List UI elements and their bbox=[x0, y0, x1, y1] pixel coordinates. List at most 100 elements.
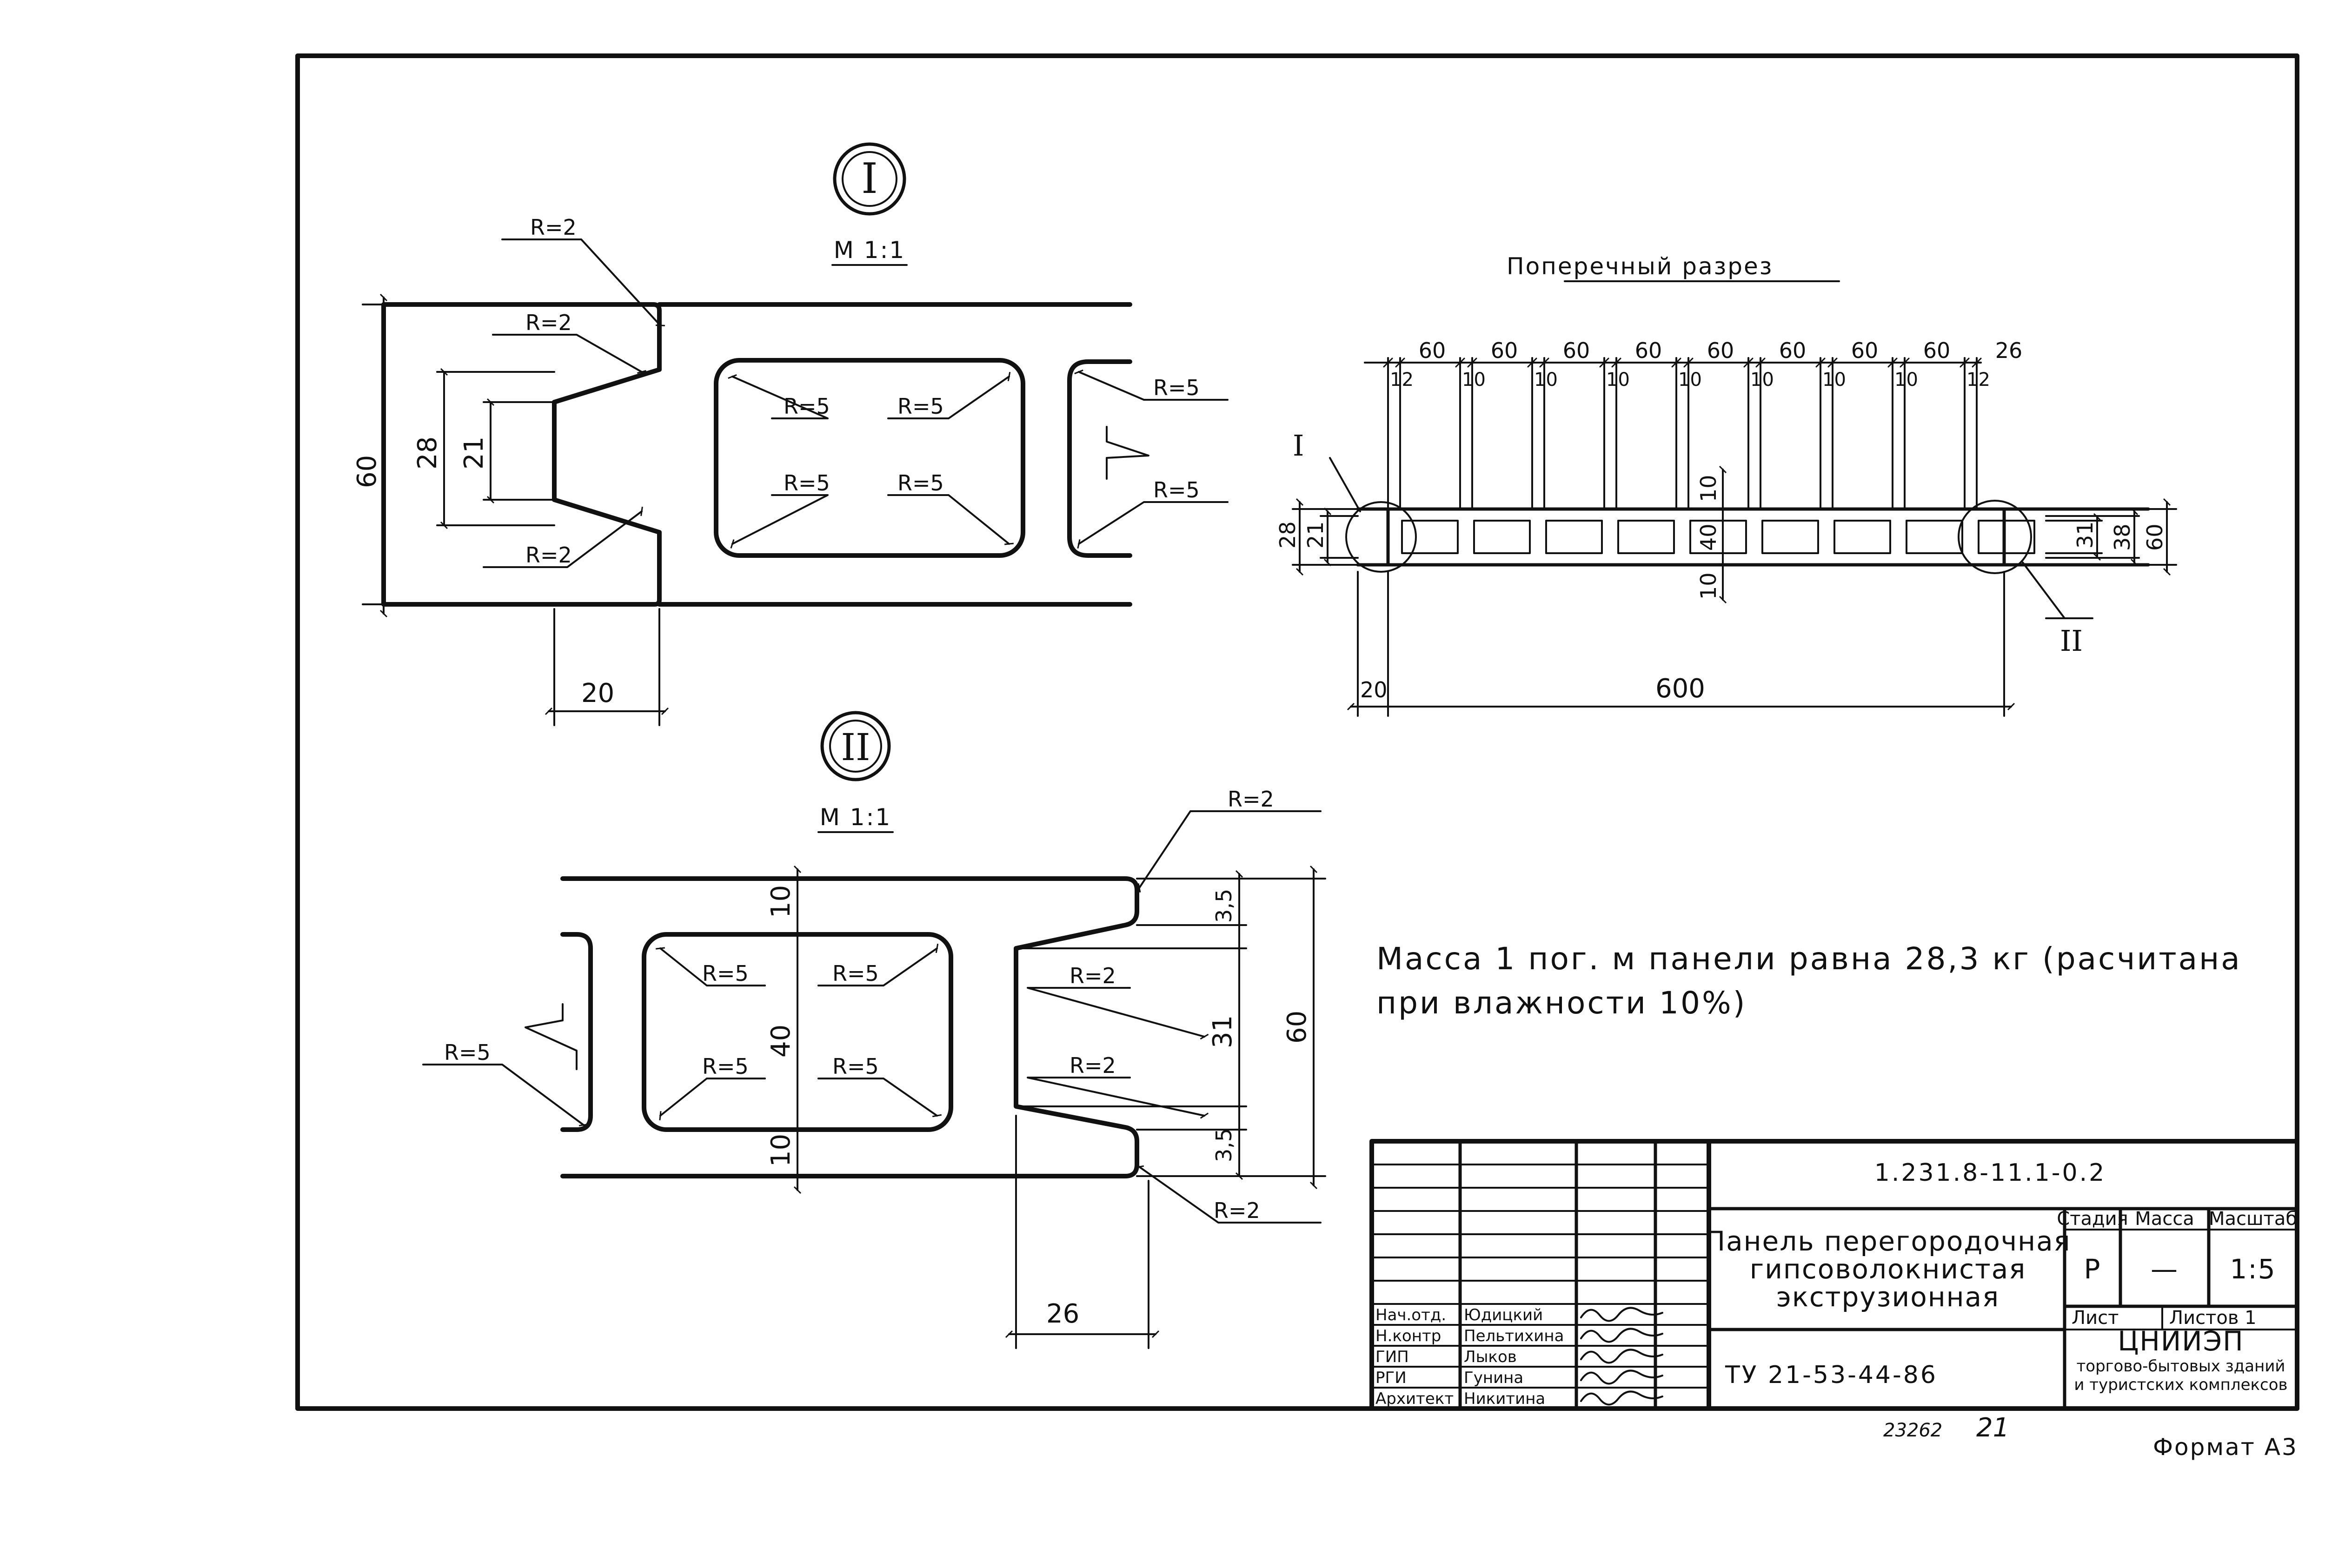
note-line-1: Масса 1 пог. м панели равна 28,3 кг (рас… bbox=[1376, 941, 2242, 977]
org-line: торгово-бытовых зданий bbox=[2076, 1357, 2285, 1376]
sheet-label: Лист bbox=[2072, 1307, 2119, 1329]
section-inner-dim: 10 bbox=[1696, 475, 1721, 502]
panel-title-line: экструзионная bbox=[1776, 1281, 2000, 1313]
section-dim-tick bbox=[1755, 357, 1766, 368]
signature-role: ГИП bbox=[1375, 1348, 1409, 1366]
stage-header: Стадия bbox=[2057, 1208, 2128, 1230]
detail-I-r-label: R=5 bbox=[1153, 477, 1200, 503]
mass-value: — bbox=[2151, 1253, 2179, 1285]
section-bottom-dim: 600 bbox=[1655, 674, 1705, 704]
section-top-dim: 60 bbox=[1635, 338, 1662, 363]
detail-I-scale: М 1:1 bbox=[834, 237, 906, 264]
detail-I-radius-leaders bbox=[483, 238, 1229, 568]
section-dim-tick bbox=[1383, 357, 1393, 368]
detail-I-marker-label: I bbox=[861, 154, 878, 203]
section-callout-I-circle bbox=[1345, 501, 1417, 573]
section-dim-tick bbox=[1611, 357, 1621, 368]
section-cavity bbox=[1617, 520, 1675, 554]
section-callout-II-circle bbox=[1958, 500, 2032, 574]
title-block: 1.231.8-11.1-0.2 Панель перегородочная г… bbox=[1369, 1139, 2299, 1411]
handwritten-signature bbox=[1580, 1390, 1663, 1406]
section-rib-dim: 10 bbox=[1894, 369, 1918, 390]
detail-I-r-label: R=5 bbox=[1153, 375, 1200, 400]
detail-II-dim-label: 10 bbox=[766, 885, 796, 918]
section-top-dim: 60 bbox=[1851, 338, 1879, 363]
detail-I-dim-label: 20 bbox=[581, 678, 614, 708]
signature-role: Архитект bbox=[1375, 1389, 1454, 1408]
section-callout-II: II bbox=[2060, 624, 2083, 658]
org-name: ЦНИИЭП bbox=[2118, 1325, 2244, 1357]
detail-I-r-label: R=5 bbox=[897, 394, 944, 419]
section-panel-outline bbox=[1386, 507, 2006, 567]
detail-I-partial-cavity bbox=[1067, 359, 1132, 558]
handwritten-signature bbox=[1580, 1307, 1663, 1322]
section-dim-tick bbox=[1900, 357, 1910, 368]
section-dim-tick bbox=[1527, 357, 1537, 368]
section-dim-tick bbox=[1467, 357, 1477, 368]
detail-I-cavity bbox=[714, 358, 1025, 558]
detail-I: I М 1:1 R=2 R=2 R=2 R=5 R= bbox=[352, 142, 1229, 726]
detail-I-r-label: R=5 bbox=[784, 470, 830, 496]
section-right-dim: 38 bbox=[2110, 523, 2135, 551]
detail-II-r-label: R=2 bbox=[1228, 787, 1274, 812]
detail-I-dim-label: 60 bbox=[352, 455, 382, 488]
org-line: и туристских комплексов bbox=[2074, 1376, 2287, 1394]
page-number: 21 bbox=[1976, 1413, 2009, 1443]
detail-II-marker-label: II bbox=[841, 726, 870, 769]
section-dim-tick bbox=[1671, 357, 1681, 368]
mass-header: Масса bbox=[2135, 1208, 2194, 1230]
scale-value: 1:5 bbox=[2230, 1253, 2276, 1285]
handwritten-signature bbox=[1580, 1370, 1663, 1385]
detail-I-dim-label: 28 bbox=[412, 437, 443, 470]
detail-I-r-label: R=2 bbox=[530, 215, 577, 240]
section-dim-tick bbox=[1960, 357, 1970, 368]
detail-II: II М 1:1 R=2 R=2 R=2 R=2 R=5 bbox=[422, 711, 1326, 1349]
detail-II-r-label: R=5 bbox=[832, 1054, 879, 1079]
detail-II-r-label: R=5 bbox=[444, 1040, 491, 1065]
section-cavity bbox=[1689, 520, 1747, 554]
detail-II-partial-cavity bbox=[560, 932, 593, 1132]
section-right-dim: 31 bbox=[2073, 521, 2098, 549]
section-dim-tick bbox=[1743, 357, 1754, 368]
section-dim-tick bbox=[1972, 357, 1982, 368]
mass-note: Масса 1 пог. м панели равна 28,3 кг (рас… bbox=[1376, 941, 2242, 1021]
sheet-frame bbox=[295, 53, 2299, 1411]
signature-role: РГИ bbox=[1375, 1369, 1407, 1387]
section-cavity bbox=[1473, 520, 1531, 554]
section-top-ticks bbox=[1383, 357, 1982, 368]
section-top-dim: 60 bbox=[1779, 338, 1807, 363]
signature-name: Юдицкий bbox=[1464, 1306, 1543, 1324]
section-top-dim: 60 bbox=[1923, 338, 1951, 363]
section-rib-dim: 12 bbox=[1390, 369, 1414, 390]
section-dim-tick bbox=[1683, 357, 1694, 368]
section-right-dim: 60 bbox=[2142, 523, 2167, 551]
detail-II-r-label: R=2 bbox=[1070, 963, 1116, 988]
signature-name: Пельтихина bbox=[1464, 1327, 1564, 1345]
detail-II-outline-end bbox=[1014, 876, 1139, 1178]
detail-II-r-label: R=5 bbox=[832, 961, 879, 986]
section-rib-dim: 10 bbox=[1606, 369, 1630, 390]
detail-II-r-label: R=5 bbox=[702, 1054, 749, 1079]
detail-II-radius-leaders bbox=[422, 810, 1322, 1224]
section-dim-tick bbox=[1539, 357, 1549, 368]
detail-II-r-label: R=2 bbox=[1214, 1198, 1260, 1223]
section-cavity bbox=[1906, 520, 1963, 554]
sheet-format: Формат А3 bbox=[2153, 1434, 2298, 1461]
section-dim-tick bbox=[1827, 357, 1838, 368]
detail-I-r-label: R=5 bbox=[784, 394, 830, 419]
section-dim-tick bbox=[1395, 357, 1405, 368]
section-rib-dim: 10 bbox=[1750, 369, 1774, 390]
section-cavity bbox=[1545, 520, 1603, 554]
inventory-number: 23262 bbox=[1883, 1420, 1942, 1441]
section-rib-dim: 10 bbox=[1534, 369, 1558, 390]
section-top-dim: 60 bbox=[1563, 338, 1590, 363]
signature-name: Никитина bbox=[1464, 1389, 1545, 1408]
section-rib-lines bbox=[1387, 357, 1978, 510]
section-inner-dim: 10 bbox=[1696, 572, 1721, 600]
detail-II-r-label: R=2 bbox=[1070, 1053, 1116, 1078]
section-cavity bbox=[1401, 520, 1459, 554]
